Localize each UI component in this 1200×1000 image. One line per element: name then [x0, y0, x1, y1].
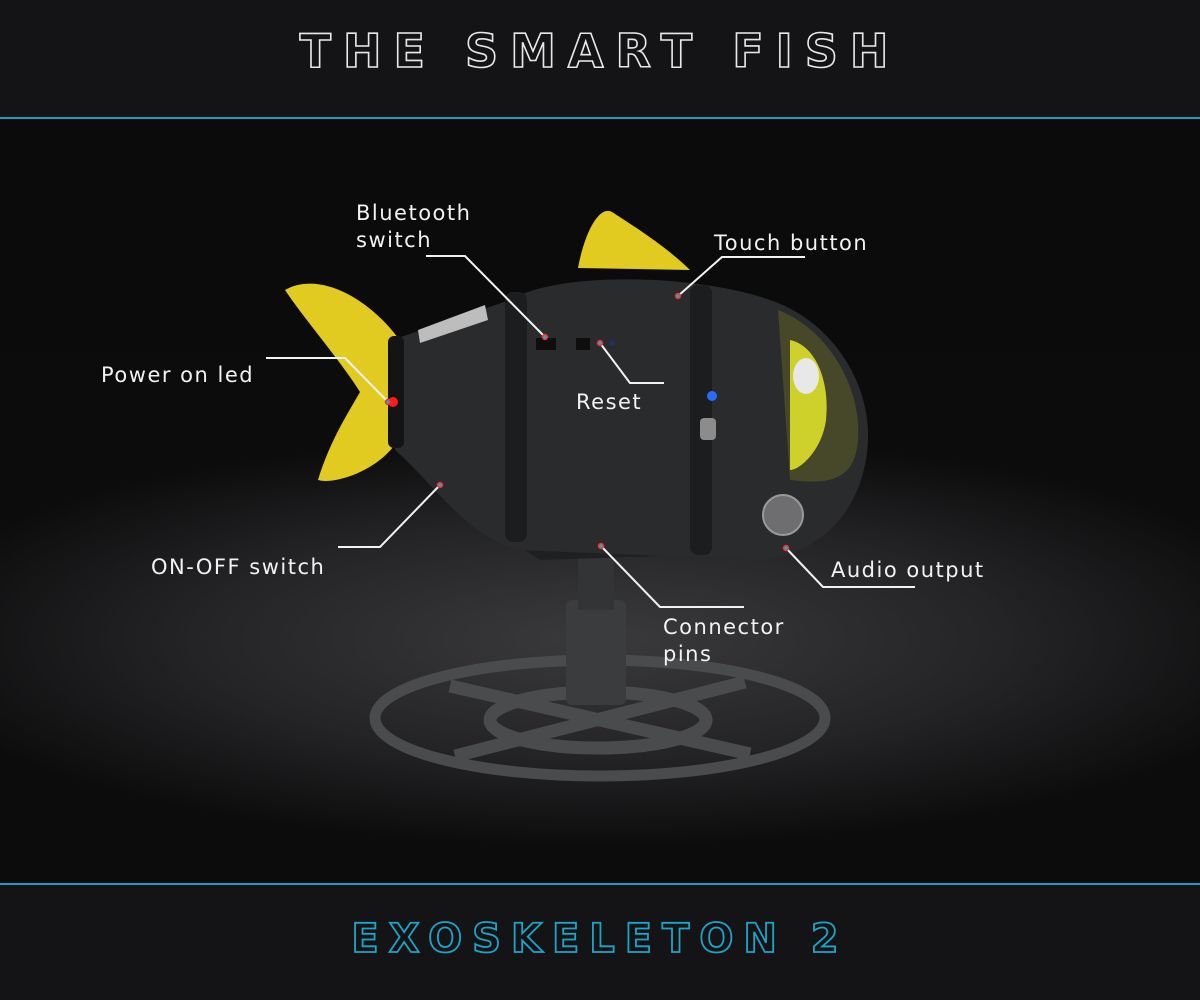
footer-divider	[0, 883, 1200, 885]
callout-label: switch	[356, 228, 433, 252]
callout-label: Connector	[663, 615, 785, 639]
callout-label: Bluetooth	[356, 201, 472, 225]
header-divider	[0, 117, 1200, 119]
stand-column	[566, 600, 626, 705]
tail-fin	[285, 283, 398, 481]
callout-audio-output: Audio output	[831, 558, 985, 582]
footer-band	[0, 885, 1200, 1000]
callout-on-off-switch: ON-OFF switch	[151, 555, 326, 579]
metal-plate	[418, 305, 488, 343]
callout-bluetooth-switch: Bluetooth switch	[356, 200, 471, 254]
callout-connector-pins: Connector pins	[663, 614, 785, 668]
speaker-grille	[762, 494, 804, 536]
callout-reset: Reset	[576, 390, 643, 414]
callout-label: pins	[663, 642, 713, 666]
product-subtitle: EXOSKELETON 2	[350, 915, 849, 963]
callout-power-led: Power on led	[101, 363, 255, 387]
dorsal-fin	[578, 210, 690, 270]
callout-touch-button: Touch button	[714, 231, 869, 255]
header-band	[0, 0, 1200, 117]
callout-leader-lines	[266, 255, 915, 608]
callout-markers	[384, 292, 790, 552]
page-title: THE SMART FISH	[299, 23, 901, 79]
